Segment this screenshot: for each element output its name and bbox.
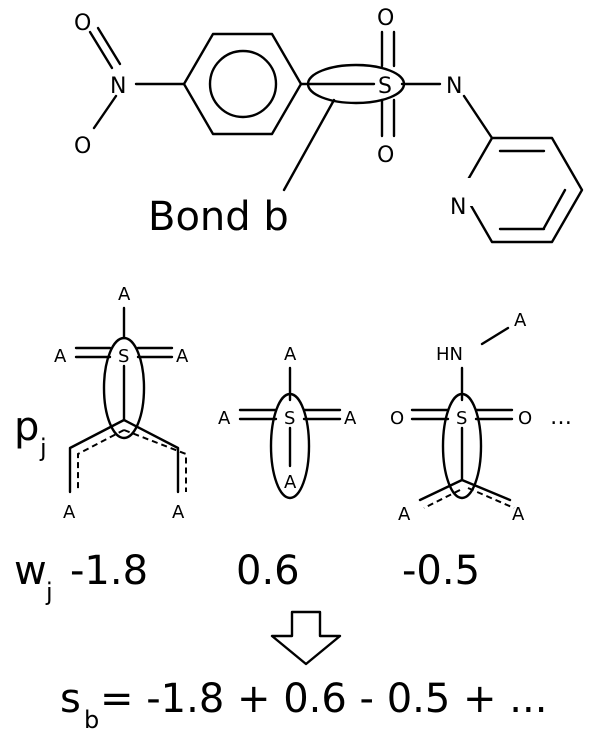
pattern-2-atom-left: A bbox=[218, 408, 231, 429]
pattern-2-sulfur: S bbox=[284, 408, 295, 429]
pattern-2-atom-bottom: A bbox=[284, 472, 297, 493]
formula-lhs-subscript: b bbox=[84, 706, 99, 734]
pattern-3-atom-bottom-right: A bbox=[512, 504, 525, 525]
nitro-oxygen-top: O bbox=[74, 11, 91, 36]
nitro-nitrogen: N bbox=[110, 74, 126, 99]
weight-value-1: -1.8 bbox=[70, 548, 148, 594]
pattern-3-right-aromatic bbox=[467, 487, 515, 509]
pattern-3-left-arm bbox=[418, 478, 464, 502]
pattern-3-double-left bbox=[410, 408, 450, 421]
pattern-3-right-arm bbox=[460, 478, 512, 502]
w-label-subscript: j bbox=[45, 578, 53, 606]
pattern-3-left-aromatic bbox=[423, 489, 461, 509]
pattern-1: A A S A A A bbox=[54, 284, 189, 523]
pattern-3-oxygen-right: O bbox=[518, 408, 532, 429]
pattern-3-oxygen-left: O bbox=[390, 408, 404, 429]
pattern-1-right-aromatic bbox=[123, 429, 187, 492]
nitro-single-bond bbox=[92, 94, 118, 130]
pattern-2: A A S A A bbox=[218, 344, 357, 500]
sulfonyl-oxygen-bottom: O bbox=[377, 143, 394, 168]
w-label: w bbox=[14, 548, 47, 594]
pattern-1-left-arm bbox=[68, 418, 126, 494]
pattern-1-ellipse bbox=[102, 336, 146, 440]
amide-nitrogen: N bbox=[446, 74, 462, 99]
pattern-2-double-left bbox=[238, 408, 278, 421]
pattern-3-atom-top: A bbox=[514, 310, 527, 331]
pattern-1-sulfur: S bbox=[118, 346, 129, 367]
bond-b-label: Bond b bbox=[148, 194, 289, 240]
pattern-1-double-left bbox=[74, 346, 112, 359]
weight-value-3: -0.5 bbox=[402, 548, 480, 594]
pattern-1-atom-top: A bbox=[118, 284, 131, 305]
sulfur-atom: S bbox=[378, 74, 392, 99]
n-pyridine-bond bbox=[462, 94, 494, 140]
molecule-structure: O N O S O O Bond b N N bbox=[74, 6, 584, 244]
weights-row: w j -1.8 0.6 -0.5 bbox=[14, 548, 480, 606]
pattern-3-ellipse bbox=[441, 392, 483, 500]
pattern-2-ellipse bbox=[269, 392, 311, 500]
pyridine-n-mask bbox=[446, 178, 474, 206]
weight-value-2: 0.6 bbox=[236, 548, 300, 594]
nitro-oxygen-bottom: O bbox=[74, 134, 91, 159]
benzene-ring bbox=[182, 32, 303, 136]
pattern-1-atom-bottom-right: A bbox=[172, 502, 185, 523]
p-label-subscript: j bbox=[39, 434, 47, 462]
pattern-3-hn: HN bbox=[436, 344, 463, 365]
so-double-bond-top bbox=[380, 30, 396, 68]
pattern-1-atom-left: A bbox=[54, 346, 67, 367]
pattern-1-double-right bbox=[136, 346, 174, 359]
pattern-3-sulfur: S bbox=[456, 408, 467, 429]
pattern-1-right-arm bbox=[122, 418, 180, 494]
sum-formula: s b = -1.8 + 0.6 - 0.5 + ... bbox=[60, 676, 547, 734]
so-double-bond-bottom bbox=[380, 98, 396, 138]
bond-b-ellipse bbox=[306, 63, 406, 105]
bond-b-pointer bbox=[282, 98, 336, 192]
pyridine-inner-bonds bbox=[498, 149, 567, 231]
pattern-3: A HN O S O … A A bbox=[390, 310, 572, 525]
sulfonyl-oxygen-top: O bbox=[377, 6, 394, 31]
nitro-double-bond bbox=[88, 26, 122, 70]
pattern-1-atom-right: A bbox=[176, 346, 189, 367]
pattern-2-double-right bbox=[302, 408, 342, 421]
down-arrow-icon bbox=[270, 610, 342, 666]
p-label: p bbox=[14, 404, 39, 450]
pattern-label: p j bbox=[14, 404, 47, 462]
pattern-3-n-a-bond bbox=[480, 326, 510, 346]
pattern-1-left-aromatic bbox=[77, 429, 125, 492]
formula-rhs: = -1.8 + 0.6 - 0.5 + ... bbox=[100, 676, 547, 722]
pattern-3-atom-bottom-left: A bbox=[398, 504, 411, 525]
pattern-2-atom-top: A bbox=[284, 344, 297, 365]
aromatic-circle bbox=[208, 49, 278, 119]
pattern-2-atom-right: A bbox=[344, 408, 357, 429]
pattern-1-atom-bottom-left: A bbox=[63, 502, 76, 523]
pattern-3-double-right bbox=[474, 408, 514, 421]
formula-lhs: s bbox=[60, 676, 81, 722]
pattern-3-ellipsis: … bbox=[550, 405, 572, 430]
pyridine-nitrogen: N bbox=[450, 195, 466, 220]
